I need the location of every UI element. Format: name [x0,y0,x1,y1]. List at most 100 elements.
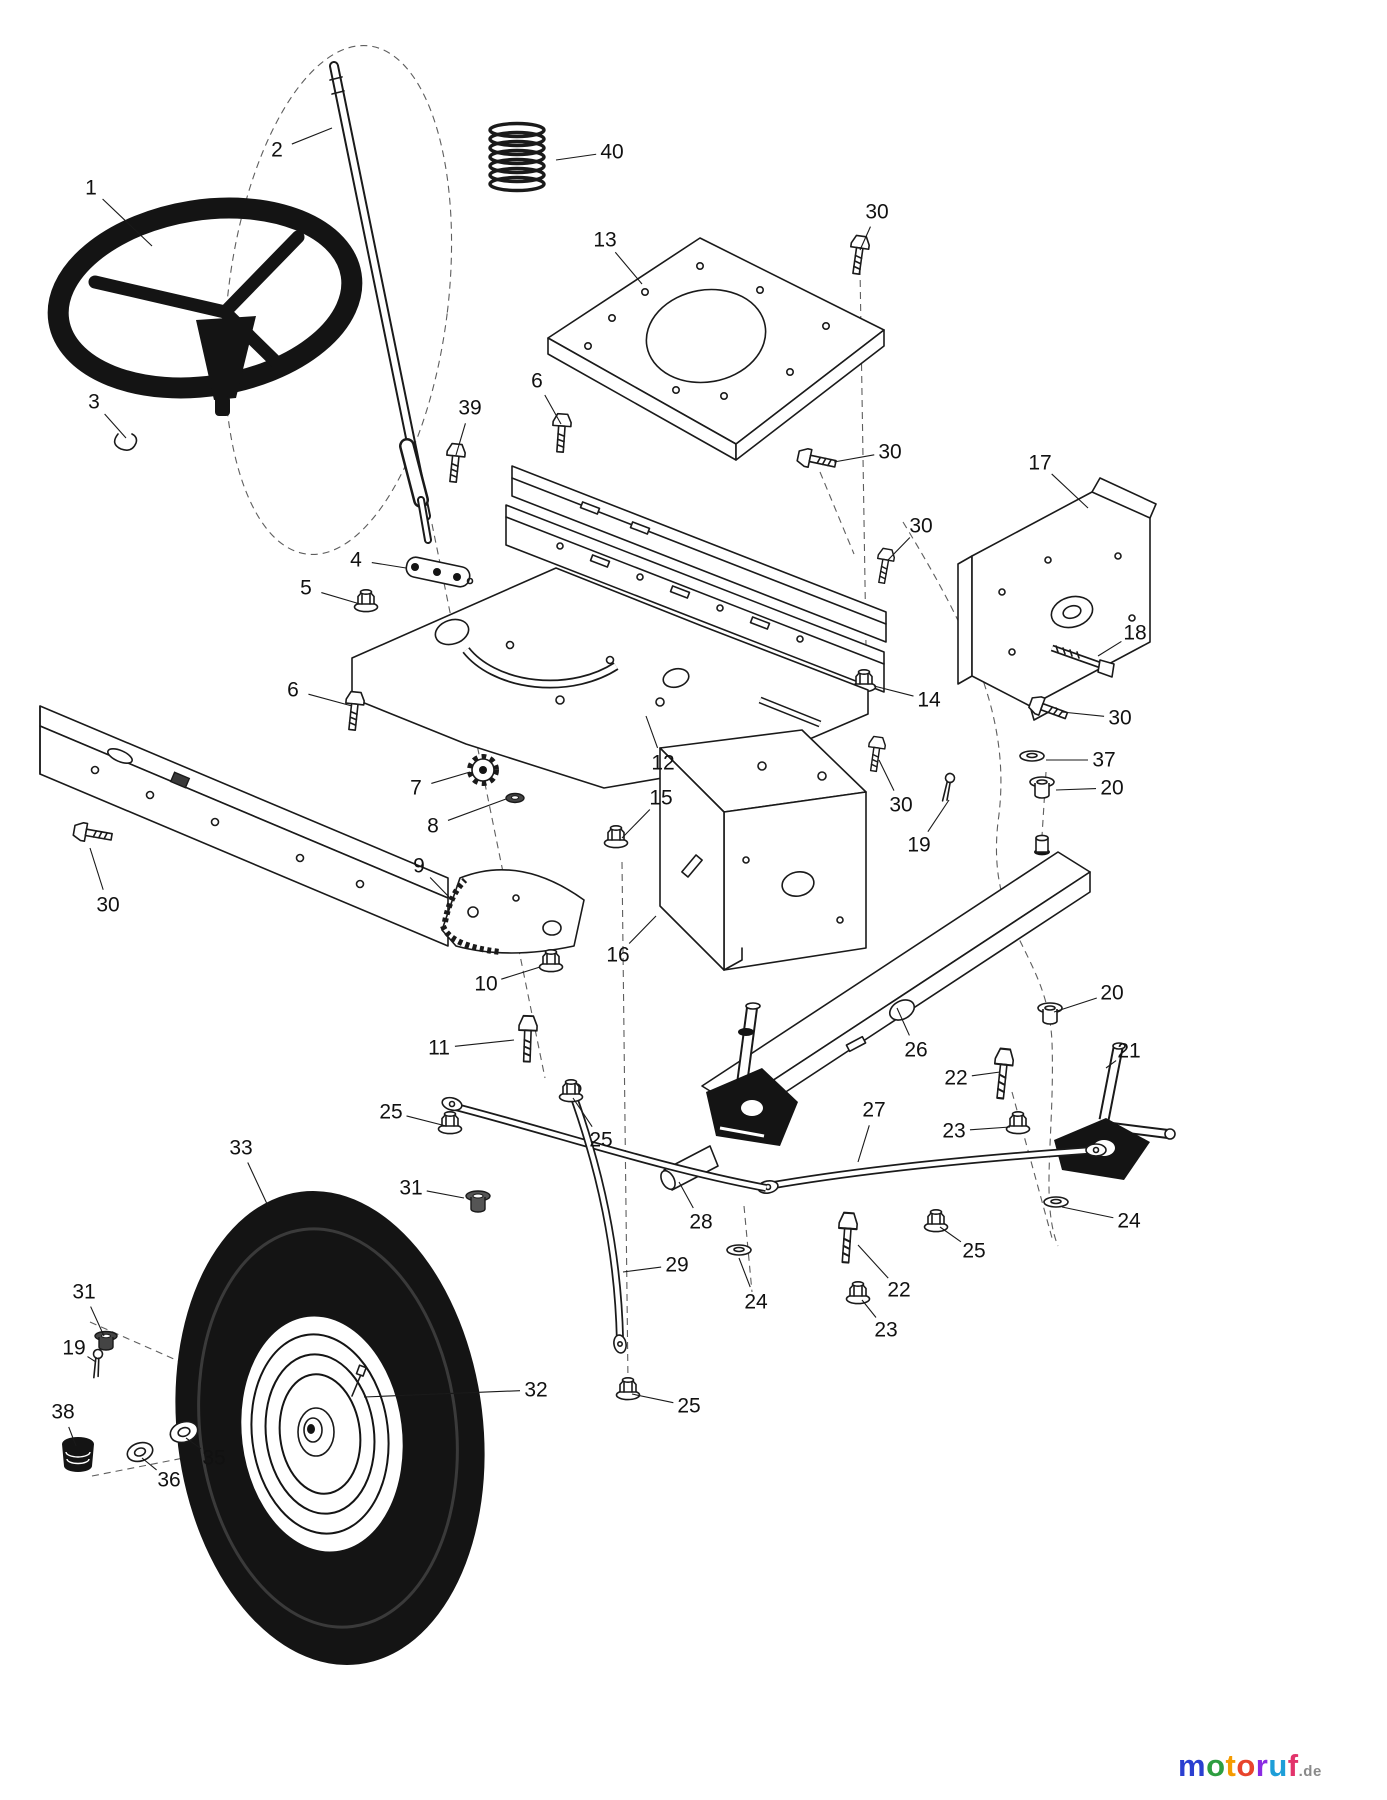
hex-bolt-long [1050,644,1115,678]
callout-leader [628,915,657,944]
callout-number: 23 [874,1319,897,1342]
hex-bolt [835,1211,859,1264]
callout-number: 35 [202,1447,225,1470]
callout-number: 29 [665,1254,688,1277]
callout-number: 31 [72,1281,95,1304]
callout-leader [371,561,407,569]
callout-leader [555,153,597,161]
callout-leader [971,1071,1001,1077]
callout-leader [544,394,562,425]
callout-number: 39 [458,397,481,420]
flange-nut [558,1079,584,1103]
callout-number: 25 [677,1395,700,1418]
callout-leader [678,1181,694,1209]
callout-leader [68,1426,77,1447]
callout-leader [141,1457,157,1471]
callout-number: 30 [96,894,119,917]
rear-support-bracket [957,477,1157,721]
drag-link [441,1096,767,1192]
callout-number: 40 [600,141,623,164]
callout-leader [622,1266,662,1273]
callout-leader [861,1299,877,1318]
flange-nut [353,588,379,613]
flange-nut [845,1281,871,1305]
compression-spring [488,121,546,193]
callout-number: 2 [271,139,283,162]
callout-leader [90,1306,105,1337]
callout-number: 30 [909,515,932,538]
lock-washer [505,792,525,804]
callout-leader [873,685,914,697]
callout-number: 28 [689,1211,712,1234]
hex-bolt [795,446,839,474]
callout-number: 38 [51,1401,74,1424]
callout-number: 22 [887,1279,910,1302]
callout-leader [1061,1206,1114,1219]
flat-washer [1019,750,1045,762]
callout-number: 13 [593,229,616,252]
callout-number: 20 [1100,982,1123,1005]
logo-suffix: .de [1298,1763,1322,1780]
callout-leader [939,1226,962,1243]
callout-leader [859,226,871,251]
steering-shaft [329,61,432,544]
callout-leader [455,423,466,456]
steering-pinion-gear [467,754,499,786]
callout-leader [738,1257,751,1288]
callout-leader [426,1190,465,1199]
spindle-bushing [1029,776,1055,799]
callout-leader [969,1126,1011,1131]
dust-cap [62,1437,94,1472]
cotter-pin [937,771,957,804]
callout-leader [102,198,153,247]
callout-number: 25 [589,1129,612,1152]
callout-number: 25 [962,1240,985,1263]
callout-leader [1097,640,1122,657]
callout-number: 37 [1092,749,1115,772]
support-bracket [659,729,867,971]
callout-leader [406,1115,447,1127]
logo-letter: f [1287,1748,1299,1783]
callout-leader [308,693,353,707]
logo-letter: o [1206,1748,1226,1783]
flange-nut [437,1111,463,1135]
callout-leader [621,809,651,839]
flat-washer [726,1244,752,1256]
callout-number: 19 [62,1337,85,1360]
callout-leader [501,966,541,980]
callout-number: 25 [379,1101,402,1124]
callout-leader [291,127,333,145]
console-plate [351,567,869,789]
hex-bolt [846,234,872,276]
callout-leader [87,1356,97,1363]
callout-number: 16 [606,944,629,967]
callout-number: 27 [862,1099,885,1122]
callout-leader [878,759,895,791]
frame-rail-far [511,465,887,643]
callout-leader [896,1007,910,1036]
logo-letter: t [1225,1748,1237,1783]
callout-leader [1061,711,1105,717]
callout-number: 8 [427,815,439,838]
right-spindle [1054,1042,1176,1180]
callout-leader [431,771,471,784]
hex-bolt [71,820,114,847]
logo-letter: m [1178,1748,1207,1783]
callout-leader [447,798,507,821]
steering-sector-gear [440,868,585,955]
callout-number: 6 [531,370,543,393]
callout-number: 30 [889,794,912,817]
seat-plate [547,237,885,461]
callout-leader [454,1039,515,1047]
axle-bushing [465,1190,491,1213]
callout-leader [89,847,104,890]
callout-number: 24 [744,1291,768,1314]
callout-leader [887,537,911,561]
flange-nut [603,824,629,849]
callout-number: 1 [85,177,97,200]
front-axle [701,834,1091,1127]
logo-letter: o [1236,1748,1256,1783]
callout-number: 21 [1117,1040,1140,1063]
callout-leader [572,1097,593,1127]
